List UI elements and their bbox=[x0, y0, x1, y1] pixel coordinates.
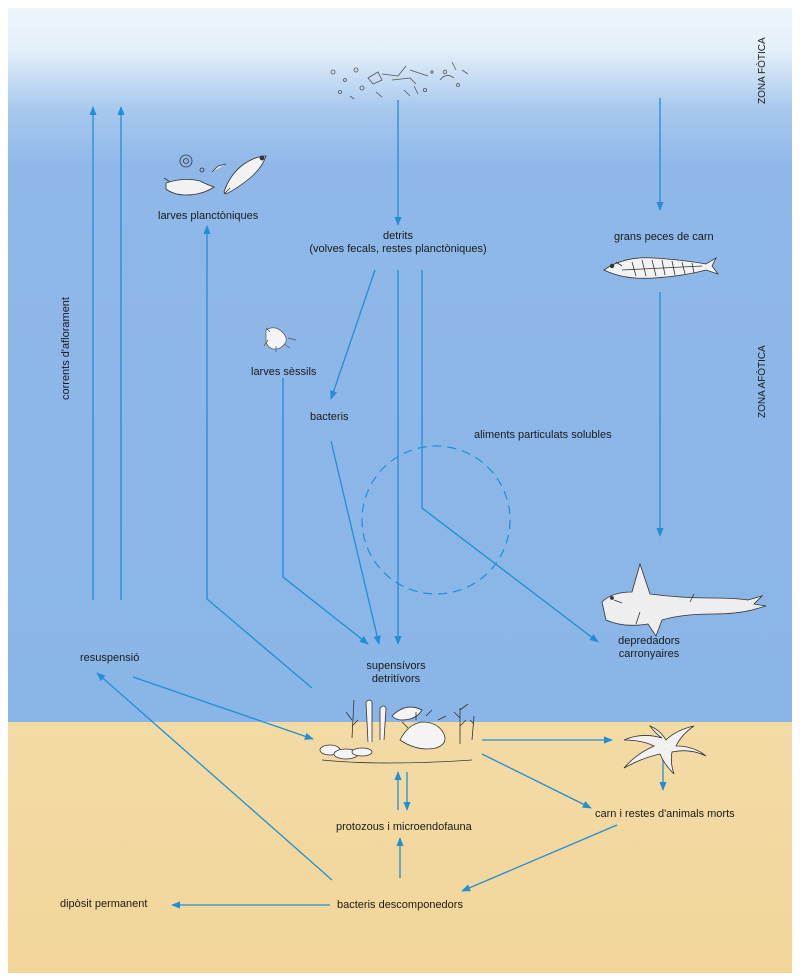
permanent-deposit-label: dipòsit permanent bbox=[60, 898, 148, 910]
sessile-larvae-label: larves sèssils bbox=[251, 366, 317, 378]
meat-remains-label: carn i restes d'animals morts bbox=[595, 808, 735, 820]
upwelling-label: corrents d'aflorament bbox=[60, 297, 72, 400]
sessile-larva-icon bbox=[263, 327, 297, 352]
decomposers-to-resuspension-arrow bbox=[96, 672, 333, 881]
benthic-fauna-icon bbox=[319, 699, 475, 764]
detritus-to-bacteria-arrow bbox=[330, 269, 376, 400]
zone-aphotic-label: ZONA AFÒTICA bbox=[757, 345, 768, 418]
benthos-to-larvae-arrow bbox=[203, 225, 313, 689]
detritus-label: detrits (volves fecals, restes planctòni… bbox=[309, 230, 486, 256]
sessile-larvae-to-suspension-arrow bbox=[282, 378, 369, 645]
fish-larvae-icon bbox=[163, 154, 267, 196]
benthos-to-remains-arrow bbox=[481, 753, 592, 809]
protozoa-label: protozous i microendofauna bbox=[336, 821, 472, 833]
predators-label-line1: depredadors bbox=[618, 635, 680, 647]
suspension-feeders-line1: supensívors bbox=[366, 660, 426, 672]
zone-photic-label: ZONA FÒTICA bbox=[757, 37, 768, 104]
remains-to-decomposers-arrow bbox=[461, 824, 618, 892]
suspension-feeders-label: supensívors detritívors bbox=[366, 660, 425, 686]
planktonic-larvae-label: larves planctòniques bbox=[158, 210, 259, 222]
bacteria-label: bacteris bbox=[310, 411, 349, 423]
predators-label: depredadors carronyaires bbox=[618, 635, 680, 661]
resuspension-label: resuspensió bbox=[80, 652, 140, 664]
detritus-to-predators-arrow bbox=[421, 270, 599, 643]
suspension-feeders-line2: detritívors bbox=[371, 673, 421, 685]
plankton-icon bbox=[330, 61, 469, 100]
soluble-particles-circle bbox=[361, 445, 511, 595]
fish-skeleton-icon bbox=[603, 256, 720, 279]
resuspension-to-benthos-arrow bbox=[132, 676, 314, 740]
detritus-label-line2: (volves fecals, restes planctòniques) bbox=[309, 243, 487, 255]
predators-label-line2: carronyaires bbox=[618, 648, 680, 660]
decomposers-label: bacteris descomponedors bbox=[337, 899, 463, 911]
shark-icon bbox=[601, 562, 767, 637]
big-fish-label: grans peces de carn bbox=[614, 231, 714, 243]
bacteria-to-suspension-arrow bbox=[330, 440, 381, 645]
detritus-label-line1: detrits bbox=[383, 230, 413, 242]
soluble-food-label: aliments particulats solubles bbox=[474, 429, 612, 441]
starfish-icon bbox=[623, 725, 707, 775]
